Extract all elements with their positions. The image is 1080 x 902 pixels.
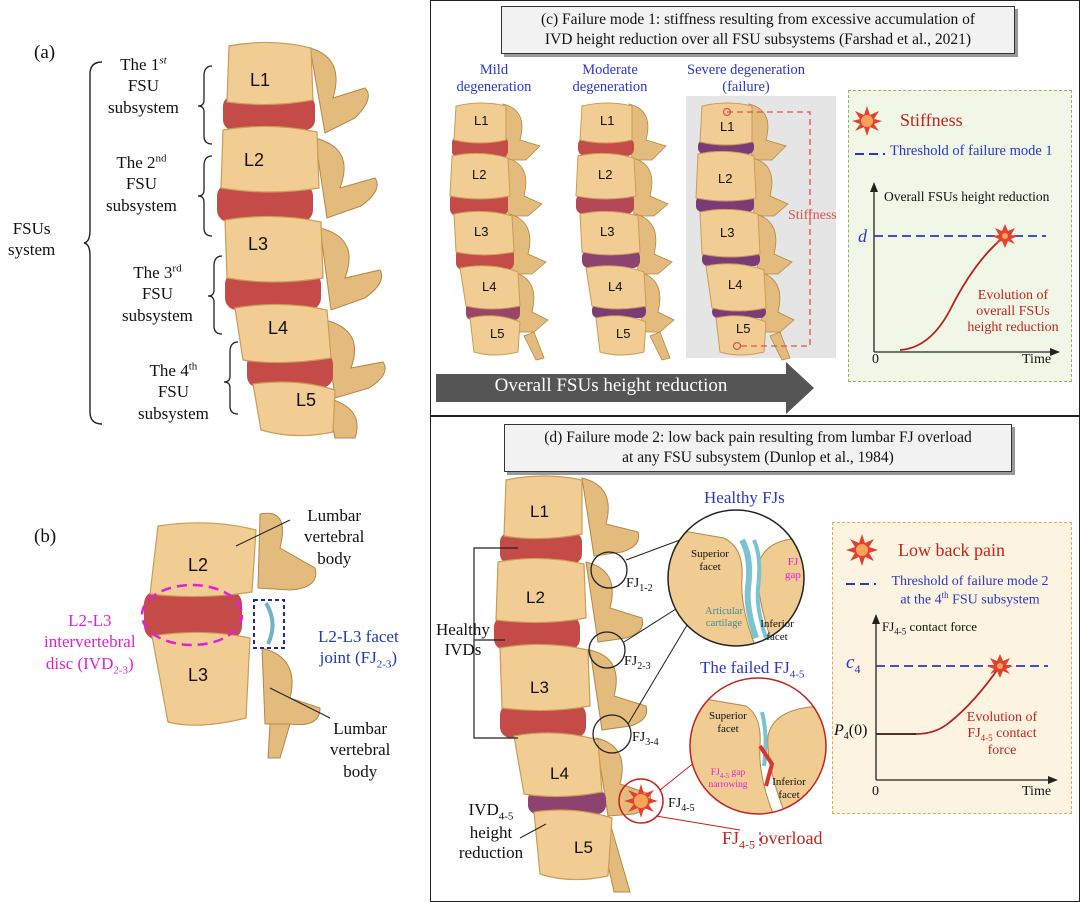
fsu-subsystem-3: The 3rd FSU subsystem bbox=[122, 262, 193, 325]
healthy-fj-gap: FJ gap bbox=[785, 556, 801, 581]
fj23-label: FJ2-3 bbox=[624, 654, 651, 672]
legend-threshold-1-line bbox=[855, 153, 885, 155]
graph-d-origin: 0 bbox=[872, 784, 879, 799]
failure-mode-2-box bbox=[832, 522, 1072, 814]
height-reduction-arrow bbox=[436, 362, 814, 414]
c-mod-L5: L5 bbox=[616, 326, 631, 341]
legend-threshold-2: Threshold of failure mode 2 at the 4th F… bbox=[891, 574, 1049, 608]
stage-severe: Severe degeneration(failure) bbox=[687, 62, 805, 95]
graph-d-curve-label: Evolution of FJ4-5 contact force bbox=[966, 710, 1038, 759]
c-mod-L2: L2 bbox=[598, 167, 613, 182]
b-ivd-label: L2-L3 intervertebral disc (IVD2-3) bbox=[44, 611, 136, 676]
spine-mild bbox=[449, 102, 549, 361]
graph-c-origin: 0 bbox=[872, 352, 879, 367]
panel-a-label: (a) bbox=[34, 42, 56, 63]
fsus-system-label: FSUs system bbox=[8, 219, 56, 260]
c-mild-L4: L4 bbox=[482, 279, 497, 294]
c-sev-L5: L5 bbox=[736, 321, 751, 336]
healthy-inferior-facet: Inferior facet bbox=[760, 618, 794, 643]
low-back-pain-burst-icon bbox=[846, 534, 878, 566]
fj12-label: FJ1-2 bbox=[626, 576, 653, 594]
graph-d bbox=[872, 614, 1058, 784]
c-sev-L3: L3 bbox=[720, 225, 735, 240]
system-brace bbox=[83, 61, 103, 425]
b-vertebra-L2: L2 bbox=[188, 555, 209, 575]
c-mod-L1: L1 bbox=[600, 113, 615, 128]
graph-c-xlabel: Time bbox=[1022, 352, 1052, 367]
spine-moderate bbox=[575, 102, 675, 361]
healthy-superior-facet: Superior facet bbox=[691, 548, 729, 573]
spine-severe bbox=[695, 102, 795, 361]
a-vertebra-L3: L3 bbox=[248, 234, 269, 254]
fj34-label: FJ3-4 bbox=[632, 730, 659, 748]
c-sev-L1: L1 bbox=[720, 119, 735, 134]
spine-illustration-b bbox=[140, 512, 321, 759]
b-lumbar-body-top: Lumbar vertebral body bbox=[304, 506, 365, 568]
graph-d-xlabel: Time bbox=[1022, 784, 1052, 799]
healthy-ivds-label: Healthy IVDs bbox=[436, 620, 490, 659]
failed-inferior-facet: Inferior facet bbox=[772, 776, 806, 801]
d-vertebra-L2: L2 bbox=[526, 588, 545, 607]
subsystem-braces bbox=[197, 65, 239, 415]
failed-gap-narrowing: FJ4-5 gap narrowing bbox=[708, 768, 748, 790]
panel-c-title: (c) Failure mode 1: stiffness resulting … bbox=[501, 6, 1015, 55]
graph-c-curve-label: Evolution of overall FSUs height reducti… bbox=[967, 288, 1059, 336]
panel-d-title: (d) Failure mode 2: low back pain result… bbox=[504, 424, 1012, 473]
legend-threshold-1: Threshold of failure mode 1 bbox=[890, 143, 1053, 159]
spine-illustration-a bbox=[217, 41, 386, 439]
healthy-fjs-title: Healthy FJs bbox=[704, 488, 785, 507]
fj45-label: FJ4-5 bbox=[668, 796, 695, 814]
d-vertebra-L1: L1 bbox=[530, 502, 549, 521]
a-vertebra-L5: L5 bbox=[296, 390, 317, 410]
c-mod-L3: L3 bbox=[600, 224, 615, 239]
healthy-fj-zoom bbox=[667, 509, 805, 647]
fj45-burst-icon bbox=[624, 784, 658, 818]
failed-superior-facet: Superior facet bbox=[709, 710, 747, 735]
d-vertebra-L4: L4 bbox=[550, 764, 569, 783]
fsu-subsystem-2: The 2nd FSU subsystem bbox=[106, 152, 177, 215]
failed-fj-title: The failed FJ4-5 bbox=[700, 658, 805, 681]
b-lumbar-body-bottom: Lumbar vertebral body bbox=[330, 719, 391, 781]
fsu-subsystem-1: The 1st FSU subsystem bbox=[108, 54, 179, 117]
a-vertebra-L2: L2 bbox=[244, 150, 265, 170]
graph-d-ylabel: FJ4-5 contact force bbox=[882, 619, 978, 637]
c-sev-L2: L2 bbox=[718, 171, 733, 186]
b-vertebra-L3: L3 bbox=[188, 665, 209, 685]
fsu-subsystem-4: The 4th FSU subsystem bbox=[138, 360, 209, 423]
fj45-overload-label: FJ4-5 overload bbox=[722, 828, 823, 852]
graph-d-threshold-c4: c4 bbox=[846, 652, 861, 676]
c-mild-L3: L3 bbox=[474, 224, 489, 239]
stiffness-burst-icon bbox=[852, 106, 882, 136]
d-vertebra-L3: L3 bbox=[530, 678, 549, 697]
a-vertebra-L4: L4 bbox=[268, 318, 289, 338]
legend-stiffness: Stiffness bbox=[900, 110, 963, 130]
c-mod-L4: L4 bbox=[608, 279, 623, 294]
d-vertebra-L5: L5 bbox=[574, 838, 593, 857]
legend-low-back-pain: Low back pain bbox=[898, 540, 1005, 560]
height-reduction-arrow-label: Overall FSUs height reduction bbox=[494, 375, 728, 396]
stiffness-tag: Stiffness bbox=[788, 208, 837, 223]
graph-c-threshold-d: d bbox=[858, 226, 867, 246]
graph-c bbox=[870, 182, 1060, 356]
ivd45-height-reduction-label: IVD4-5 height reduction bbox=[458, 800, 524, 862]
graph-c-ylabel: Overall FSUs height reduction bbox=[884, 189, 1050, 204]
c-mild-L2: L2 bbox=[472, 167, 487, 182]
spine-illustration-d bbox=[494, 475, 652, 893]
healthy-articular-cartilage: Articular cartilage bbox=[705, 606, 743, 630]
c-sev-L4: L4 bbox=[728, 277, 743, 292]
graph-d-p4-0: P4(0) bbox=[834, 722, 868, 743]
a-vertebra-L1: L1 bbox=[250, 70, 271, 90]
c-mild-L5: L5 bbox=[490, 326, 505, 341]
legend-threshold-2-line bbox=[846, 583, 876, 585]
b-facet-joint-label: L2-L3 facet joint (FJ2-3) bbox=[318, 627, 399, 671]
panel-b-label: (b) bbox=[34, 526, 57, 547]
c-mild-L1: L1 bbox=[474, 113, 489, 128]
failed-fj-zoom bbox=[689, 677, 827, 815]
